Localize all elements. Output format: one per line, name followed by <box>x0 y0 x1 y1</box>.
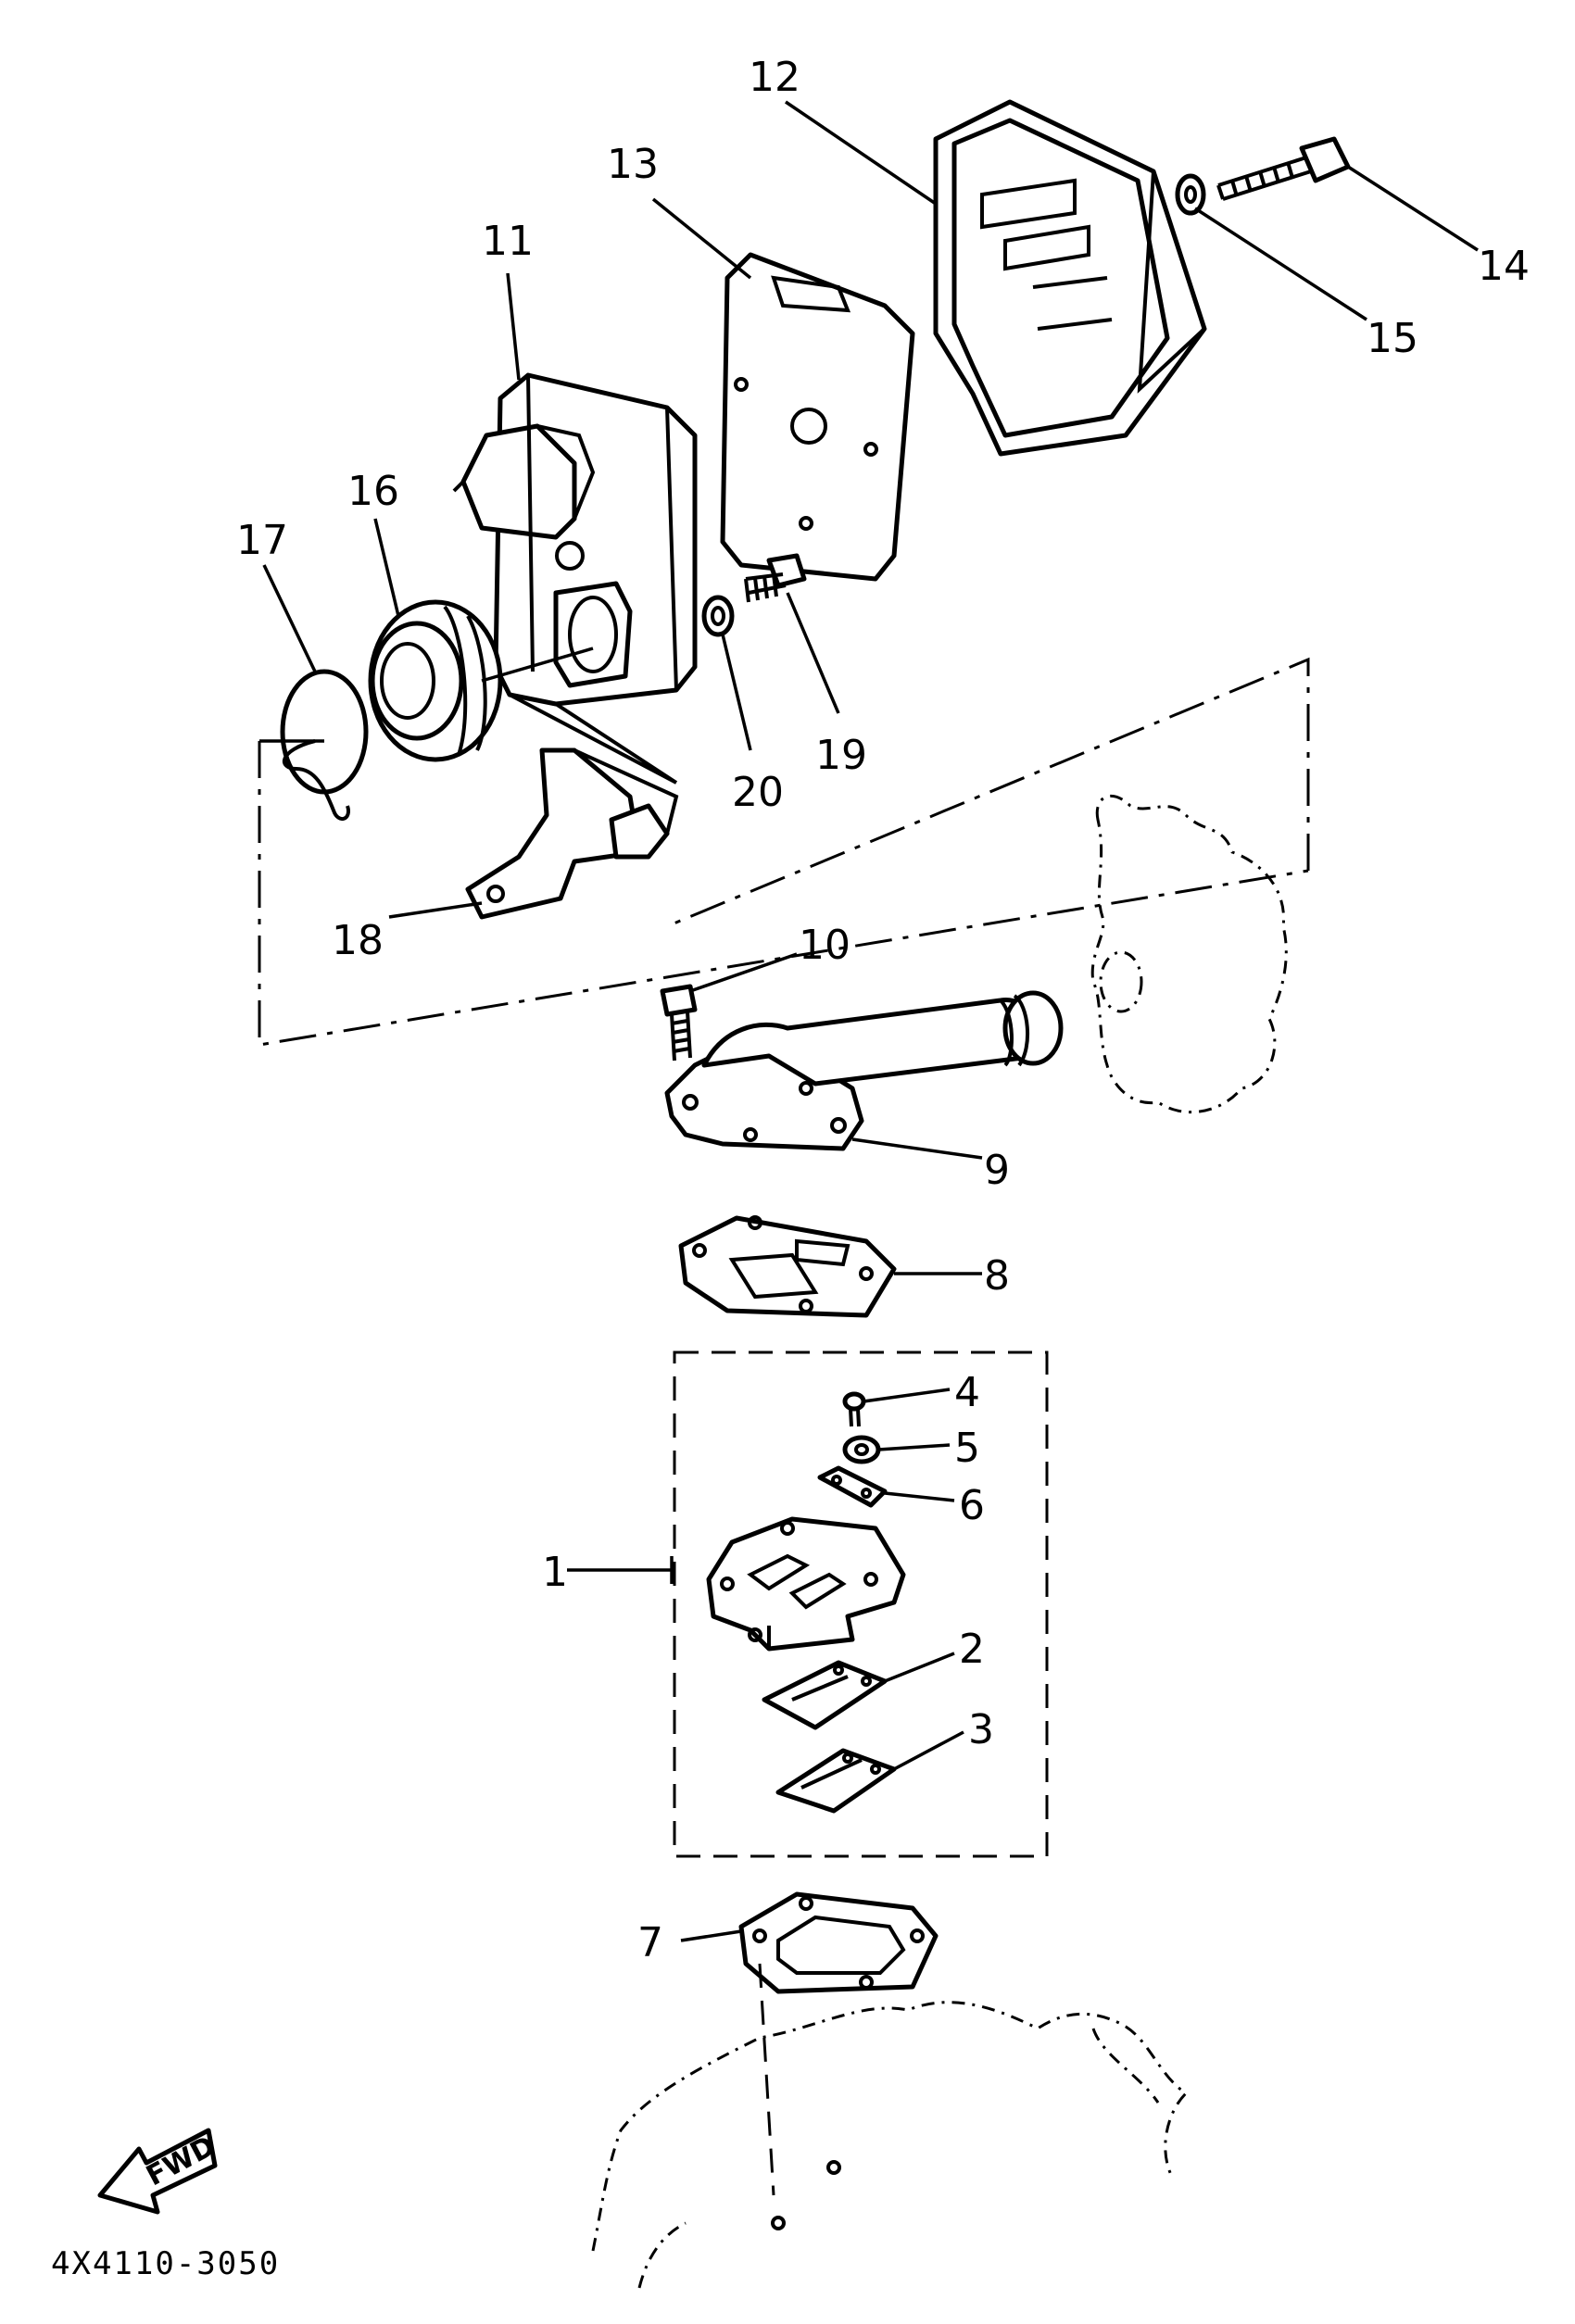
part-18-bracket <box>465 747 679 920</box>
part-5-washer <box>842 1435 881 1464</box>
reed-valve-assembly-outline <box>673 1350 1049 1858</box>
carburetor-port <box>1099 950 1143 1013</box>
leader-6 <box>884 1491 955 1502</box>
part-13-filter-element <box>720 252 915 582</box>
leader-18 <box>388 901 483 919</box>
leader-14 <box>1347 165 1479 252</box>
crankcase-ghost-inner <box>637 2028 1160 2289</box>
leader-15 <box>1194 207 1367 321</box>
part-label-10: 10 <box>799 922 850 969</box>
part-3-reed <box>775 1748 897 1814</box>
part-label-1: 1 <box>542 1549 568 1596</box>
part-4-screw <box>842 1391 866 1427</box>
leader-13 <box>651 197 752 280</box>
part-14-bolt <box>1216 136 1351 201</box>
part-label-18: 18 <box>332 917 384 964</box>
leader-11 <box>506 272 521 381</box>
leader-lines <box>262 100 1479 2196</box>
leader-17 <box>262 564 317 672</box>
part-label-2: 2 <box>959 1626 985 1673</box>
part-7-gasket <box>738 1891 939 1994</box>
part-label-4: 4 <box>954 1369 980 1416</box>
part-label-17: 17 <box>236 517 288 564</box>
part-12-airbox-cover <box>933 99 1207 457</box>
leader-4 <box>863 1388 951 1403</box>
leader-2 <box>884 1652 955 1683</box>
part-8-gasket <box>678 1215 897 1318</box>
part-label-6: 6 <box>959 1482 985 1529</box>
leader-12 <box>785 100 937 206</box>
part-label-7: 7 <box>637 1919 663 1966</box>
crankcase-ghost-outline <box>591 2001 1189 2252</box>
leader-3 <box>893 1730 964 1771</box>
part-label-19: 19 <box>815 732 867 779</box>
leader-5 <box>877 1443 951 1451</box>
part-label-13: 13 <box>607 141 659 188</box>
leader-20 <box>721 634 752 751</box>
part-2-reed <box>762 1660 888 1730</box>
leader-7 <box>680 1929 742 1942</box>
crankcase-hole <box>826 2160 841 2175</box>
fwd-direction-arrow: FWD <box>97 2128 220 2215</box>
part-label-12: 12 <box>749 54 800 101</box>
part-label-14: 14 <box>1478 243 1530 290</box>
part-label-3: 3 <box>968 1706 994 1753</box>
part-label-15: 15 <box>1367 315 1418 362</box>
part-label-16: 16 <box>347 468 399 515</box>
leader-16 <box>373 518 400 617</box>
part-20-washer <box>701 595 735 637</box>
part-label-9: 9 <box>984 1147 1010 1194</box>
part-9-intake-manifold <box>664 990 1064 1151</box>
part-17-clip-ring <box>259 669 369 821</box>
part-16-intake-joint <box>368 599 594 762</box>
part-6-stopper-plate <box>817 1465 888 1508</box>
leader-7-dowel <box>758 1963 775 2196</box>
part-label-20: 20 <box>732 769 784 816</box>
part-10-bolt <box>660 984 698 1062</box>
leader-10 <box>689 952 798 993</box>
carburetor-ghost-outline <box>1090 794 1288 1114</box>
part-label-11: 11 <box>482 218 534 265</box>
part-1-reed-valve-body <box>706 1516 906 1652</box>
leader-1 <box>567 1556 674 1584</box>
leader-9 <box>851 1137 983 1160</box>
part-19-bolt <box>744 553 807 603</box>
part-label-8: 8 <box>984 1252 1010 1300</box>
part-labels: 12 13 11 14 15 16 17 19 20 18 10 9 8 4 5… <box>236 54 1530 1966</box>
leader-19 <box>786 592 840 714</box>
drawing-code: 4X4110-3050 <box>51 2245 280 2282</box>
part-label-5: 5 <box>954 1425 980 1472</box>
crankcase-hole-2 <box>771 2216 786 2230</box>
part-15-washer <box>1175 173 1206 216</box>
